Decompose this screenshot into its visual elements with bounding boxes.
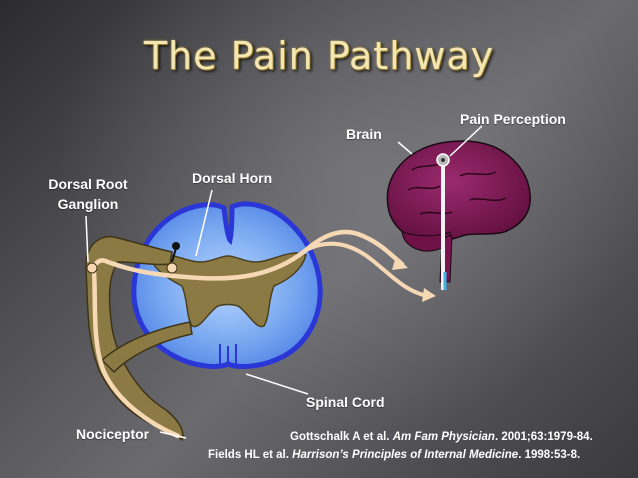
- arrowhead-1: [392, 256, 408, 270]
- leader-drg: [85, 215, 89, 263]
- pain-perception-dot: [441, 158, 445, 162]
- dorsal-root-sheath: [85, 235, 184, 442]
- interneuron-axon: [171, 247, 177, 263]
- leader-nociceptor: [159, 431, 187, 439]
- label-dorsal-horn: Dorsal Horn: [192, 170, 273, 186]
- citation-1: Gottschalk A et al. Am Fam Physician. 20…: [290, 431, 593, 443]
- leader-brain: [397, 141, 413, 155]
- ventral-root: [100, 321, 193, 374]
- slide-title: The Pain Pathway: [143, 34, 495, 78]
- interneuron-terminal: [172, 242, 180, 250]
- dorsal-horn-cell-body: [166, 262, 178, 274]
- citation-2: Fields HL et al. Harrison’s Principles o…: [208, 449, 581, 461]
- ganglion-cell-body: [86, 262, 98, 274]
- ascending-fiber: [304, 241, 430, 298]
- leader-pain-perception: [449, 125, 483, 157]
- nociceptor-fiber: [91, 229, 405, 439]
- label-brain: Brain: [346, 126, 382, 142]
- brain: [386, 140, 531, 243]
- leader-dorsal-horn: [195, 189, 213, 257]
- leader-spinal-cord: [245, 373, 309, 395]
- ventral-fissure: [219, 344, 237, 366]
- label-pain-perception: Pain Perception: [460, 111, 566, 127]
- arrowhead-2: [422, 288, 436, 302]
- label-nociceptor: Nociceptor: [76, 426, 150, 442]
- label-dorsal-root-ganglion: Dorsal Root Ganglion: [48, 176, 128, 212]
- label-spinal-cord: Spinal Cord: [306, 394, 385, 410]
- brain-gyri: [407, 161, 507, 215]
